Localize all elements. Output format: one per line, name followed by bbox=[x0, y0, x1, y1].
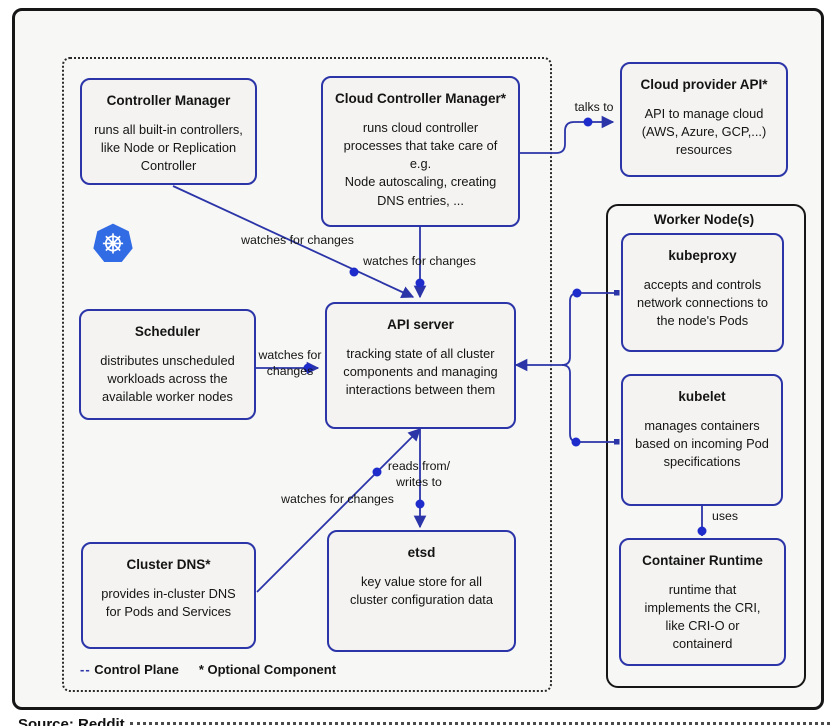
source-note: Source: Reddit bbox=[18, 716, 125, 726]
cloud-controller-manager-description: runs cloud controller processes that tak… bbox=[343, 120, 498, 208]
kubelet-description: manages containers based on incoming Pod… bbox=[635, 418, 769, 470]
etsd-description: key value store for all cluster configur… bbox=[350, 574, 493, 608]
legend-control-plane-label: Control Plane bbox=[94, 662, 179, 677]
controller-manager-description: runs all built-in controllers, like Node… bbox=[94, 122, 243, 174]
cluster-dns-box: Cluster DNS* provides in-cluster DNS for… bbox=[81, 542, 256, 649]
clipped-caption-line bbox=[130, 722, 830, 725]
legend: -- Control Plane * Optional Component bbox=[80, 662, 336, 677]
scheduler-description: distributes unscheduled workloads across… bbox=[100, 353, 235, 405]
kubeproxy-box: kubeproxy accepts and controls network c… bbox=[621, 233, 784, 352]
etsd-title: etsd bbox=[407, 545, 436, 560]
api-server-title: API server bbox=[387, 317, 454, 332]
container-runtime-description: runtime that implements the CRI, like CR… bbox=[644, 582, 761, 652]
api-server-box: API server tracking state of all cluster… bbox=[325, 302, 516, 429]
worker-node-frame bbox=[606, 204, 806, 688]
kubernetes-logo-icon bbox=[93, 223, 133, 262]
api-server-description: tracking state of all cluster components… bbox=[343, 346, 498, 398]
legend-optional-component: * Optional Component bbox=[198, 662, 337, 677]
scheduler-box: Scheduler distributes unscheduled worklo… bbox=[79, 309, 256, 420]
edge-label-uses: uses bbox=[712, 509, 738, 523]
cloud-controller-manager-box: Cloud Controller Manager* runs cloud con… bbox=[321, 76, 520, 227]
cloud-provider-api-box: Cloud provider API* API to manage cloud … bbox=[620, 62, 788, 177]
edge-label-talks-to: talks to bbox=[574, 100, 614, 114]
control-plane-boundary bbox=[62, 57, 552, 692]
cloud-provider-api-title: Cloud provider API* bbox=[640, 77, 768, 92]
cluster-dns-title: Cluster DNS* bbox=[126, 557, 211, 572]
edge-label-dns-watches-for-changes: watches for changes bbox=[281, 492, 394, 506]
container-runtime-box: Container Runtime runtime that implement… bbox=[619, 538, 786, 666]
kubelet-title: kubelet bbox=[678, 389, 726, 404]
cluster-dns-description: provides in-cluster DNS for Pods and Ser… bbox=[101, 586, 236, 620]
worker-node-title: Worker Node(s) bbox=[653, 212, 755, 227]
edge-label-ccm-watches-for-changes: watches for changes bbox=[363, 254, 476, 268]
edge-label-reads-from-writes-to: reads from/ writes to bbox=[387, 459, 451, 489]
edge-label-scheduler-watches-for-changes: watches for changes bbox=[258, 348, 322, 378]
etsd-box: etsd key value store for all cluster con… bbox=[327, 530, 516, 652]
kubeproxy-title: kubeproxy bbox=[668, 248, 737, 263]
kubelet-box: kubelet manages containers based on inco… bbox=[621, 374, 783, 506]
controller-manager-title: Controller Manager bbox=[106, 93, 231, 108]
controller-manager-box: Controller Manager runs all built-in con… bbox=[80, 78, 257, 185]
cloud-controller-manager-title: Cloud Controller Manager* bbox=[334, 91, 506, 106]
legend-dash-key: -- bbox=[80, 662, 91, 677]
container-runtime-title: Container Runtime bbox=[642, 553, 763, 568]
scheduler-title: Scheduler bbox=[134, 324, 201, 339]
kubeproxy-description: accepts and controls network connections… bbox=[637, 277, 768, 329]
legend-control-plane: -- Control Plane bbox=[80, 662, 179, 677]
edge-label-cm-watches-for-changes: watches for changes bbox=[241, 233, 354, 247]
cloud-provider-api-description: API to manage cloud (AWS, Azure, GCP,...… bbox=[641, 106, 767, 158]
